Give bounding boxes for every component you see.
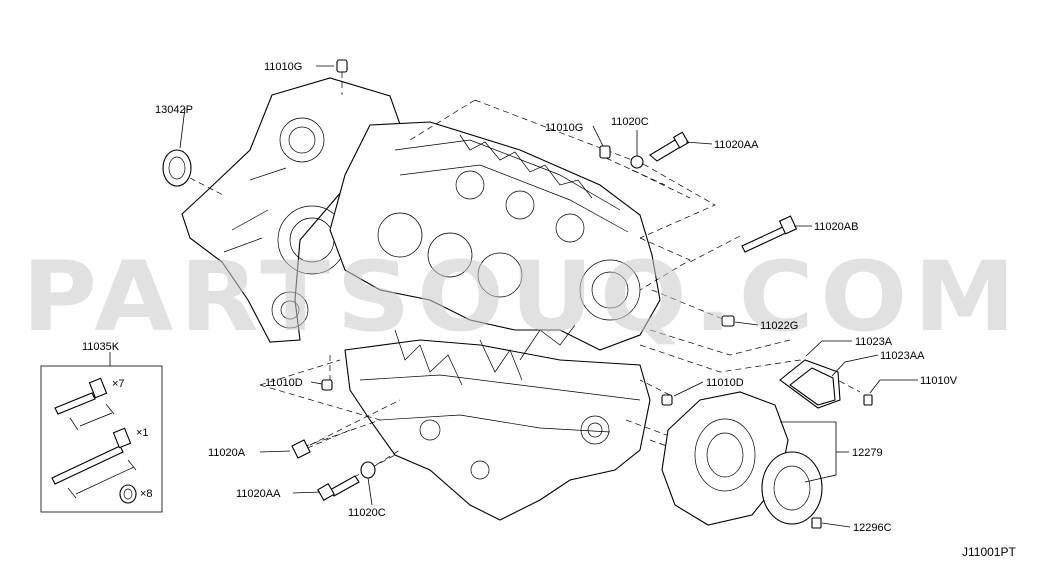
kit-short-bolt-shape: [54, 377, 115, 431]
label-12279[interactable]: 12279: [852, 447, 883, 459]
kit-qty-long-bolt: ×1: [136, 427, 149, 439]
label-11020C-top[interactable]: 11020C: [611, 116, 649, 128]
cover-11023AA-shape: [789, 367, 836, 406]
plug-11010G-mid-shape: [599, 145, 611, 159]
bolt-11010V-shape: [863, 394, 873, 406]
kit-qty-short-bolt: ×7: [112, 378, 125, 390]
label-11010G-mid[interactable]: 11010G: [545, 122, 583, 134]
seal-12279-shape: [761, 451, 823, 525]
bolt-11020A-shape: [291, 439, 311, 459]
label-11023AA[interactable]: 11023AA: [880, 350, 925, 362]
washer-11020C-bottom-shape: [360, 461, 376, 479]
part-labels: 11010G 13042P 11010G 11020C 11020AA 1102…: [82, 61, 1016, 559]
bolt-12296C-shape: [811, 517, 822, 529]
label-11020AB[interactable]: 11020AB: [814, 221, 858, 233]
label-11010D-left[interactable]: 11010D: [265, 377, 303, 389]
plug-11010G-top-shape: [336, 59, 348, 73]
label-11010D-right[interactable]: 11010D: [706, 377, 744, 389]
kit-long-bolt-shape: [51, 427, 137, 499]
washer-11020C-top-shape: [630, 155, 644, 169]
label-11020A[interactable]: 11020A: [208, 447, 246, 459]
kit-washer-shape: [119, 484, 137, 504]
bolt-11020AA-bottom-shape: [329, 475, 360, 497]
label-11010G-top[interactable]: 11010G: [264, 61, 302, 73]
part-shapes: [162, 59, 873, 529]
diagram-code: J11001PT: [962, 545, 1016, 559]
plug-11022G-shape: [721, 315, 735, 327]
kit-11035K-box: [40, 352, 163, 513]
label-13042P[interactable]: 13042P: [155, 104, 193, 116]
kit-qty-washer: ×8: [140, 488, 153, 500]
label-11035K[interactable]: 11035K: [82, 341, 120, 353]
label-11010V[interactable]: 11010V: [920, 375, 958, 387]
label-11020C-bottom[interactable]: 11020C: [348, 507, 386, 519]
label-11023A[interactable]: 11023A: [855, 336, 893, 348]
label-11020AA-bottom[interactable]: 11020AA: [236, 488, 281, 500]
watermark: PARTSOUQ.COM: [22, 241, 1022, 353]
label-12296C[interactable]: 12296C: [853, 522, 892, 534]
seal-13042P-shape: [162, 149, 192, 187]
cylinder-block-illustration: [181, 77, 661, 521]
plug-11010D-left-shape: [321, 379, 333, 391]
plug-11010D-right-shape: [661, 394, 673, 406]
label-11022G[interactable]: 11022G: [760, 320, 798, 332]
leader-lines: [179, 65, 918, 528]
label-11020AA-top[interactable]: 11020AA: [714, 139, 759, 151]
